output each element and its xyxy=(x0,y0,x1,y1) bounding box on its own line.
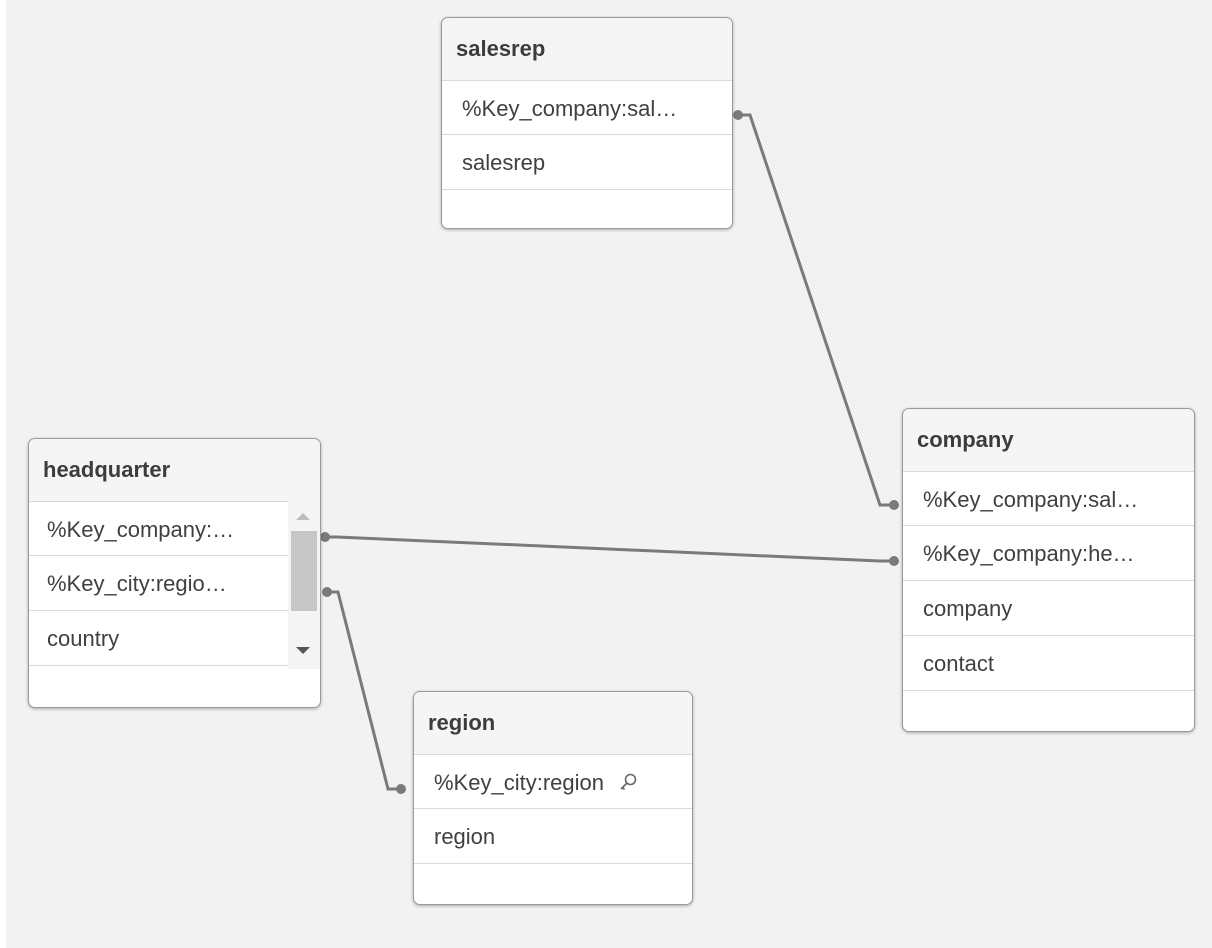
field-row[interactable]: %Key_company:… xyxy=(29,501,288,556)
field-list: %Key_city:region region xyxy=(414,754,692,864)
table-title: salesrep xyxy=(442,18,732,80)
scrollbar-thumb[interactable] xyxy=(291,531,317,611)
field-list: %Key_company:sal… salesrep xyxy=(442,80,732,190)
table-title: region xyxy=(414,692,692,754)
table-title: company xyxy=(903,409,1194,471)
field-row[interactable]: country xyxy=(29,611,288,666)
field-list-scrollbar[interactable] xyxy=(288,501,320,669)
field-label: %Key_city:region xyxy=(434,770,604,795)
table-region[interactable]: region %Key_city:region region xyxy=(413,691,693,905)
field-row[interactable]: %Key_company:sal… xyxy=(903,471,1194,526)
field-row[interactable]: salesrep xyxy=(442,135,732,190)
field-list: %Key_company:sal… %Key_company:he… compa… xyxy=(903,471,1194,691)
field-row[interactable]: %Key_company:he… xyxy=(903,526,1194,581)
field-row[interactable]: contact xyxy=(903,636,1194,691)
field-row[interactable]: %Key_company:sal… xyxy=(442,80,732,135)
field-row-key[interactable]: %Key_city:region xyxy=(414,754,692,809)
table-title: headquarter xyxy=(29,439,320,501)
field-list: %Key_company:… %Key_city:regio… country xyxy=(29,501,320,669)
key-icon xyxy=(618,757,638,812)
field-row[interactable]: company xyxy=(903,581,1194,636)
field-row[interactable]: %Key_city:regio… xyxy=(29,556,288,611)
field-row[interactable]: region xyxy=(414,809,692,864)
scroll-up-arrow-icon[interactable] xyxy=(296,513,310,520)
table-headquarter[interactable]: headquarter %Key_company:… %Key_city:reg… xyxy=(28,438,321,708)
table-company[interactable]: company %Key_company:sal… %Key_company:h… xyxy=(902,408,1195,732)
scroll-down-arrow-icon[interactable] xyxy=(296,647,310,654)
table-salesrep[interactable]: salesrep %Key_company:sal… salesrep xyxy=(441,17,733,229)
